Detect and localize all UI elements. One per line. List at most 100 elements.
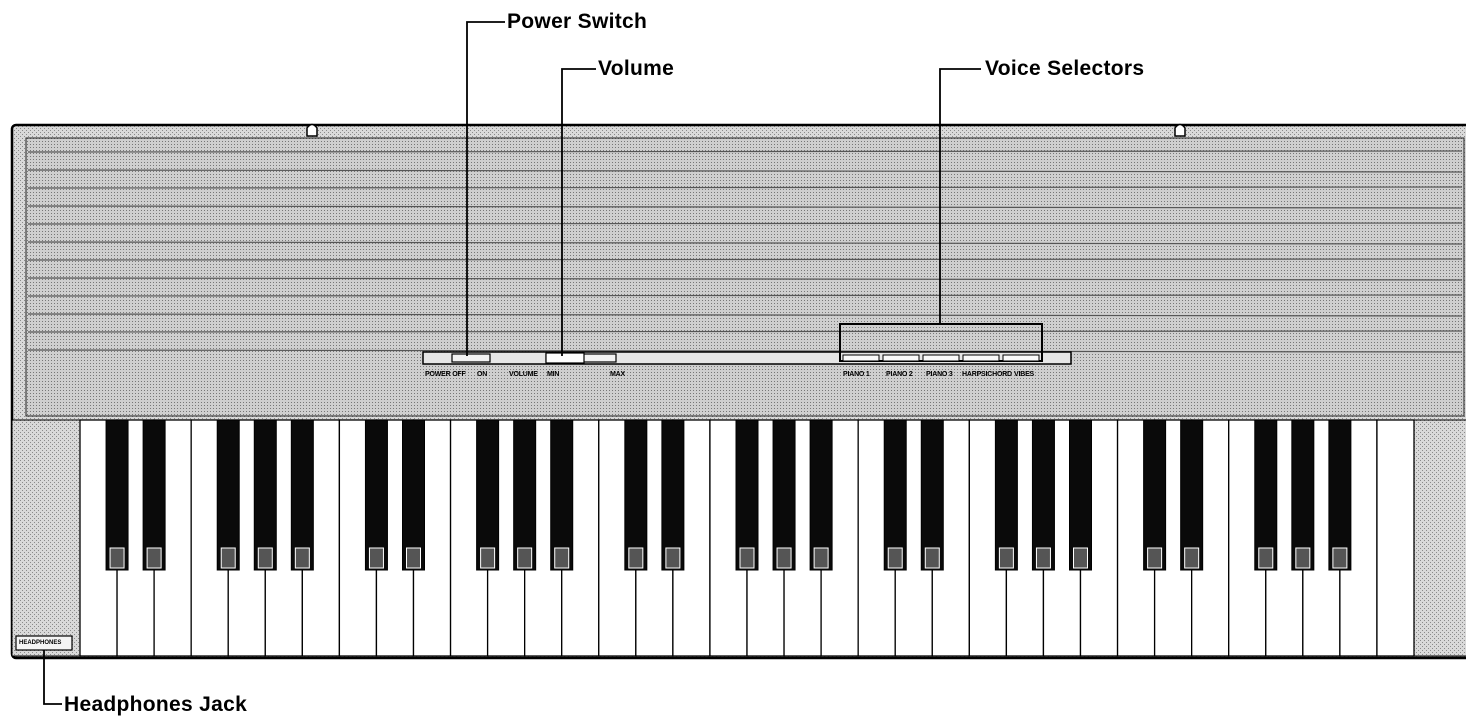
black-key[interactable] bbox=[253, 419, 277, 571]
black-key-front bbox=[554, 547, 570, 569]
black-key-body bbox=[513, 419, 537, 571]
black-key[interactable] bbox=[624, 419, 648, 571]
black-key[interactable] bbox=[920, 419, 944, 571]
black-key[interactable] bbox=[661, 419, 685, 571]
grille-line bbox=[27, 330, 1463, 333]
black-key-body bbox=[550, 419, 574, 571]
label-power-on: ON bbox=[477, 371, 488, 378]
voice-buttons bbox=[842, 354, 1040, 362]
black-key-body bbox=[772, 419, 796, 571]
black-key-body bbox=[1069, 419, 1092, 571]
grille-line bbox=[27, 294, 1463, 297]
black-key[interactable] bbox=[1069, 419, 1092, 571]
black-key[interactable] bbox=[1031, 419, 1055, 571]
black-key-front bbox=[480, 547, 496, 569]
leader-voice-selectors bbox=[939, 68, 981, 324]
black-key-body bbox=[364, 419, 388, 571]
black-key-front bbox=[109, 547, 125, 569]
black-key[interactable] bbox=[1143, 419, 1167, 571]
voice-selector-button[interactable] bbox=[922, 354, 960, 362]
black-key-body bbox=[624, 419, 648, 571]
label-max: MAX bbox=[610, 371, 625, 378]
black-key-front bbox=[1332, 547, 1348, 569]
black-key-body bbox=[1291, 419, 1315, 571]
volume-slider-knob[interactable] bbox=[545, 352, 585, 364]
leader-headphones-jack bbox=[43, 650, 62, 705]
power-switch[interactable] bbox=[451, 353, 491, 363]
grille-line bbox=[27, 169, 1463, 173]
black-key[interactable] bbox=[1180, 419, 1204, 571]
black-key-front bbox=[368, 547, 384, 569]
black-key-body bbox=[142, 419, 166, 571]
black-keys bbox=[105, 419, 1352, 571]
black-key-body bbox=[1180, 419, 1204, 571]
mounting-hole-right bbox=[1174, 123, 1186, 137]
label-power: POWER OFF bbox=[425, 371, 466, 378]
grille-line bbox=[27, 186, 1463, 189]
white-key[interactable] bbox=[1376, 419, 1415, 657]
black-key[interactable] bbox=[1291, 419, 1315, 571]
black-key[interactable] bbox=[216, 419, 240, 571]
black-key-body bbox=[1328, 419, 1352, 571]
black-key[interactable] bbox=[364, 419, 388, 571]
black-key[interactable] bbox=[772, 419, 796, 571]
label-piano2: PIANO 2 bbox=[886, 371, 913, 378]
label-min: MIN bbox=[547, 371, 560, 378]
grille-line bbox=[27, 277, 1463, 281]
black-key-body bbox=[661, 419, 685, 571]
grille-lines bbox=[27, 150, 1463, 353]
callout-voice-selectors: Voice Selectors bbox=[985, 57, 1145, 80]
grille-line bbox=[27, 150, 1463, 153]
black-key[interactable] bbox=[402, 419, 425, 571]
label-piano1: PIANO 1 bbox=[843, 371, 870, 378]
label-vibes: VIBES bbox=[1014, 371, 1035, 378]
black-key-front bbox=[1035, 547, 1051, 569]
black-key-body bbox=[735, 419, 759, 571]
speaker-grille bbox=[25, 137, 1465, 417]
right-side-panel bbox=[1413, 419, 1466, 657]
black-key-front bbox=[998, 547, 1014, 569]
black-key-body bbox=[253, 419, 277, 571]
label-piano3: PIANO 3 bbox=[926, 371, 953, 378]
black-key[interactable] bbox=[994, 419, 1018, 571]
callout-headphones-jack: Headphones Jack bbox=[64, 693, 248, 716]
black-key-front bbox=[257, 547, 273, 569]
black-key-front bbox=[665, 547, 681, 569]
black-key[interactable] bbox=[809, 419, 833, 571]
black-key-body bbox=[994, 419, 1018, 571]
black-key-body bbox=[883, 419, 907, 571]
black-key[interactable] bbox=[735, 419, 759, 571]
black-key-body bbox=[920, 419, 944, 571]
black-key[interactable] bbox=[1328, 419, 1352, 571]
callout-power-switch: Power Switch bbox=[507, 10, 648, 33]
black-key-front bbox=[1073, 547, 1088, 569]
black-key[interactable] bbox=[1254, 419, 1278, 571]
grille-line bbox=[27, 349, 1463, 353]
black-key-front bbox=[1295, 547, 1311, 569]
black-key-front bbox=[1184, 547, 1200, 569]
black-key-body bbox=[1031, 419, 1055, 571]
voice-selector-button[interactable] bbox=[882, 354, 920, 362]
black-key[interactable] bbox=[513, 419, 537, 571]
leader-power-switch bbox=[466, 21, 505, 356]
mounting-hole-left bbox=[306, 123, 318, 137]
black-key[interactable] bbox=[883, 419, 907, 571]
voice-selector-button[interactable] bbox=[962, 354, 1000, 362]
black-key-body bbox=[402, 419, 425, 571]
voice-selector-button[interactable] bbox=[1002, 354, 1040, 362]
black-key[interactable] bbox=[105, 419, 129, 571]
black-key[interactable] bbox=[290, 419, 314, 571]
black-key-front bbox=[146, 547, 162, 569]
black-key-body bbox=[476, 419, 500, 571]
black-key[interactable] bbox=[476, 419, 500, 571]
black-key[interactable] bbox=[142, 419, 166, 571]
black-key[interactable] bbox=[550, 419, 574, 571]
label-harpsichord: HARPSICHORD bbox=[962, 371, 1012, 378]
headphones-panel bbox=[11, 419, 81, 657]
black-key-body bbox=[1254, 419, 1278, 571]
voice-selector-button[interactable] bbox=[842, 354, 880, 362]
grille-line bbox=[27, 313, 1463, 317]
grille-line bbox=[27, 222, 1463, 225]
grille-line bbox=[27, 258, 1463, 261]
